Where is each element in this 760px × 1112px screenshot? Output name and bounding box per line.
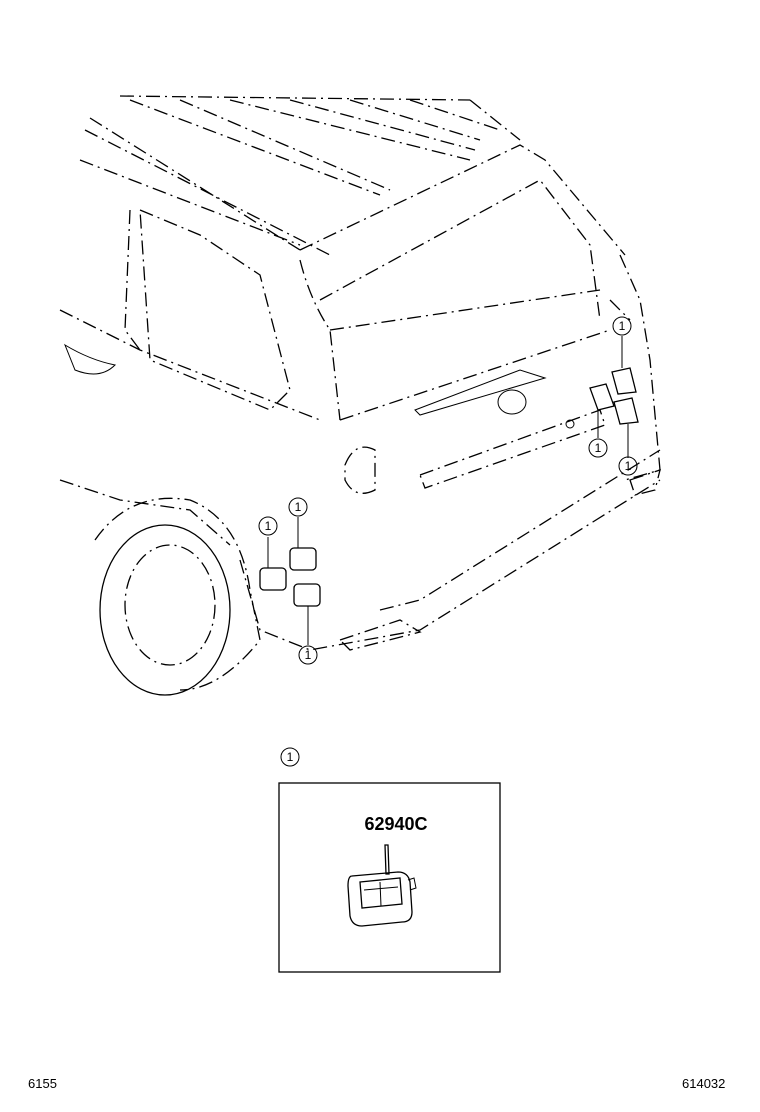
vehicle-outline bbox=[59, 95, 661, 696]
svg-text:1: 1 bbox=[295, 500, 302, 514]
legend-ref-callout[interactable]: 1 bbox=[280, 747, 300, 767]
svg-text:1: 1 bbox=[625, 459, 632, 473]
connector-right-3[interactable] bbox=[613, 397, 639, 425]
connector-left-2[interactable] bbox=[289, 547, 317, 571]
drawing-code-right: 614032 bbox=[682, 1076, 726, 1091]
callout-1b[interactable]: 1 bbox=[288, 497, 308, 517]
connector-right-2[interactable] bbox=[611, 367, 637, 395]
connector-left-3[interactable] bbox=[293, 583, 321, 607]
svg-text:1: 1 bbox=[595, 441, 602, 455]
connector-group-left bbox=[259, 517, 321, 645]
callout-1f[interactable]: 1 bbox=[618, 456, 638, 476]
connector-right-1[interactable] bbox=[589, 383, 615, 411]
callout-1c[interactable]: 1 bbox=[298, 645, 318, 665]
callout-1e[interactable]: 1 bbox=[588, 438, 608, 458]
legend-box bbox=[278, 782, 501, 973]
callout-1a[interactable]: 1 bbox=[258, 516, 278, 536]
svg-text:1: 1 bbox=[305, 648, 312, 662]
svg-text:1: 1 bbox=[287, 750, 294, 764]
svg-text:1: 1 bbox=[619, 319, 626, 333]
connector-left-1[interactable] bbox=[259, 567, 287, 591]
connector-detail-icon bbox=[347, 844, 417, 927]
part-number-label[interactable]: 62940C bbox=[364, 814, 427, 834]
drawing-code-left: 6155 bbox=[28, 1076, 57, 1091]
svg-text:1: 1 bbox=[265, 519, 272, 533]
callout-1d[interactable]: 1 bbox=[612, 316, 632, 336]
connector-group-right bbox=[589, 336, 639, 458]
